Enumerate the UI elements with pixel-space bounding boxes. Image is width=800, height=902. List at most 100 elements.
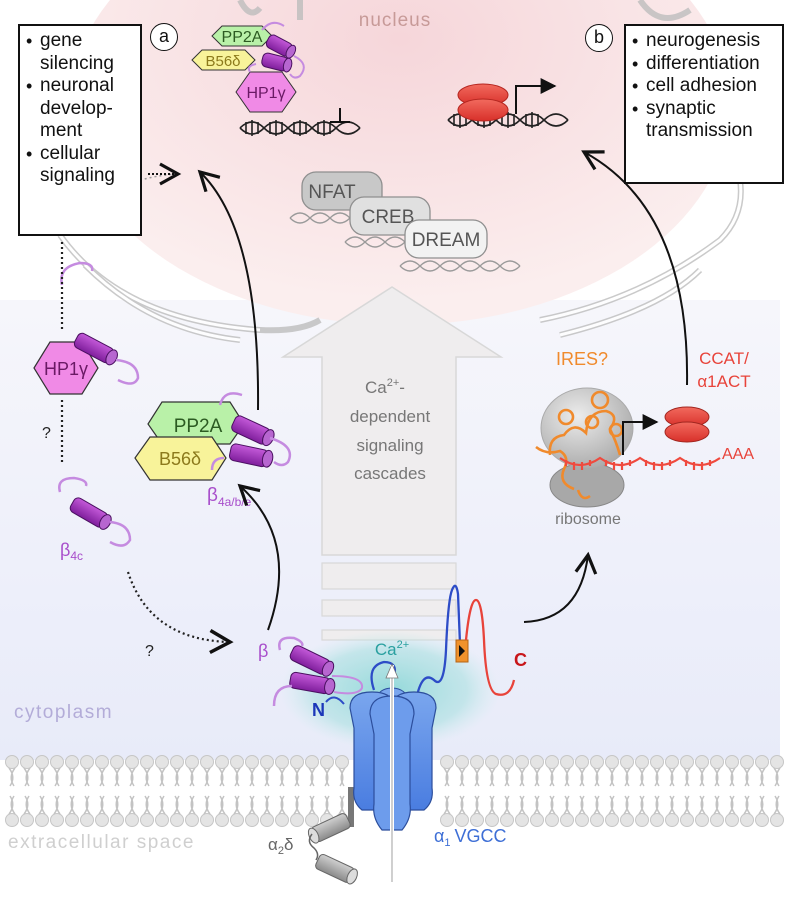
lipid-tail [563, 767, 571, 787]
lipid-head [650, 755, 664, 769]
nucleus-region [70, 0, 730, 325]
lipid-tail [83, 795, 91, 815]
lipid-tail [773, 767, 781, 787]
lipid-tail [653, 767, 661, 787]
question-mark-2: ? [145, 643, 154, 660]
lipid-head [695, 755, 709, 769]
lipid-head [245, 755, 259, 769]
lipid-tail [338, 767, 346, 787]
start-site-arrow-icon [459, 645, 465, 657]
hp1g-beta4c-complex: HP1γ [33, 261, 140, 395]
dream-label: DREAM [412, 230, 481, 251]
lipid-tail [143, 795, 151, 815]
lipid-head [575, 755, 589, 769]
lipid-head [620, 813, 634, 827]
lipid-tail [683, 795, 691, 815]
lipid-tail [563, 795, 571, 815]
lipid-tail [458, 795, 466, 815]
lipid-tail [758, 767, 766, 787]
lipid-tail [218, 795, 226, 815]
lipid-tail [473, 795, 481, 815]
calcium-ion-label: Ca2+ [375, 639, 409, 659]
ccat-protein [664, 406, 710, 443]
lipid-head [515, 755, 529, 769]
ires-structure [535, 390, 624, 500]
lipid-tail [308, 795, 316, 815]
lipid-head [440, 755, 454, 769]
b56d-label: B56δ [205, 53, 240, 70]
lipid-head [320, 755, 334, 769]
lipid-head [500, 755, 514, 769]
pp2a-cyto-label: PP2A [174, 416, 223, 437]
lipid-tail [128, 795, 136, 815]
lipid-head [605, 813, 619, 827]
lipid-tail [638, 795, 646, 815]
lipid-tail [728, 795, 736, 815]
nuclear-complex-a: PP2A B56δ HP1γ [191, 21, 305, 113]
cascade-label-line2: dependent [350, 407, 431, 426]
lipid-tail [8, 795, 16, 815]
lipid-head [545, 813, 559, 827]
lipid-head [155, 755, 169, 769]
lipid-tail [743, 767, 751, 787]
lipid-head [710, 813, 724, 827]
beta-subunit: β [258, 636, 364, 707]
lipid-tail [533, 795, 541, 815]
lipid-head [95, 755, 109, 769]
lipid-tail [173, 767, 181, 787]
lipid-head [530, 755, 544, 769]
inhibition-symbol [330, 108, 350, 123]
lipid-head [680, 755, 694, 769]
lipid-tail [668, 767, 676, 787]
lipid-tail [533, 767, 541, 787]
lipid-tail [263, 767, 271, 787]
lipid-tail [38, 767, 46, 787]
lipid-tail [518, 795, 526, 815]
transcription-factor-red [457, 83, 509, 122]
lipid-head [185, 755, 199, 769]
arrow-complex-to-panel-a [197, 169, 260, 411]
panel-b-item: neurogenesis [632, 30, 776, 53]
lipid-head [725, 755, 739, 769]
lipid-tail [773, 795, 781, 815]
lipid-head [620, 755, 634, 769]
creb-label: CREB [362, 207, 415, 228]
lipid-tail [53, 767, 61, 787]
lipid-head [545, 755, 559, 769]
lipid-tail [83, 767, 91, 787]
lipid-head [575, 813, 589, 827]
beta-label: β [258, 641, 268, 661]
cytoplasm-label: cytoplasm [14, 702, 113, 723]
lipid-head [170, 813, 184, 827]
ribosome-ires-group: AAA IRES? ribosome CCAT/ α1ACT [535, 349, 754, 528]
lipid-tail [698, 795, 706, 815]
signaling-cascade-arrow: Ca2+- dependent signaling cascades [280, 286, 504, 641]
lipid-head [485, 813, 499, 827]
lipid-tail [578, 767, 586, 787]
lipid-head [710, 755, 724, 769]
lipid-tail [653, 795, 661, 815]
lipid-tail [473, 767, 481, 787]
lipid-tail [503, 767, 511, 787]
lipid-tail [503, 795, 511, 815]
transcription-arrow-b [515, 78, 557, 114]
lipid-tail [263, 795, 271, 815]
panel-b-item: differentiation [632, 53, 776, 76]
lipid-head [170, 755, 184, 769]
lipid-tail [458, 767, 466, 787]
lipid-head [125, 813, 139, 827]
cascade-label-line1: Ca2+- [365, 377, 405, 397]
lipid-tail [668, 795, 676, 815]
lipid-tail [248, 767, 256, 787]
lipid-tail [608, 767, 616, 787]
lipid-head [530, 813, 544, 827]
lipid-tail [188, 767, 196, 787]
arrow-ccat-to-panel-b [581, 150, 689, 386]
lipid-head [650, 813, 664, 827]
lipid-tail [713, 795, 721, 815]
lipid-tail [113, 767, 121, 787]
lipid-head [290, 755, 304, 769]
extracellular-label: extracellular space [8, 832, 195, 853]
lipid-tail [218, 767, 226, 787]
